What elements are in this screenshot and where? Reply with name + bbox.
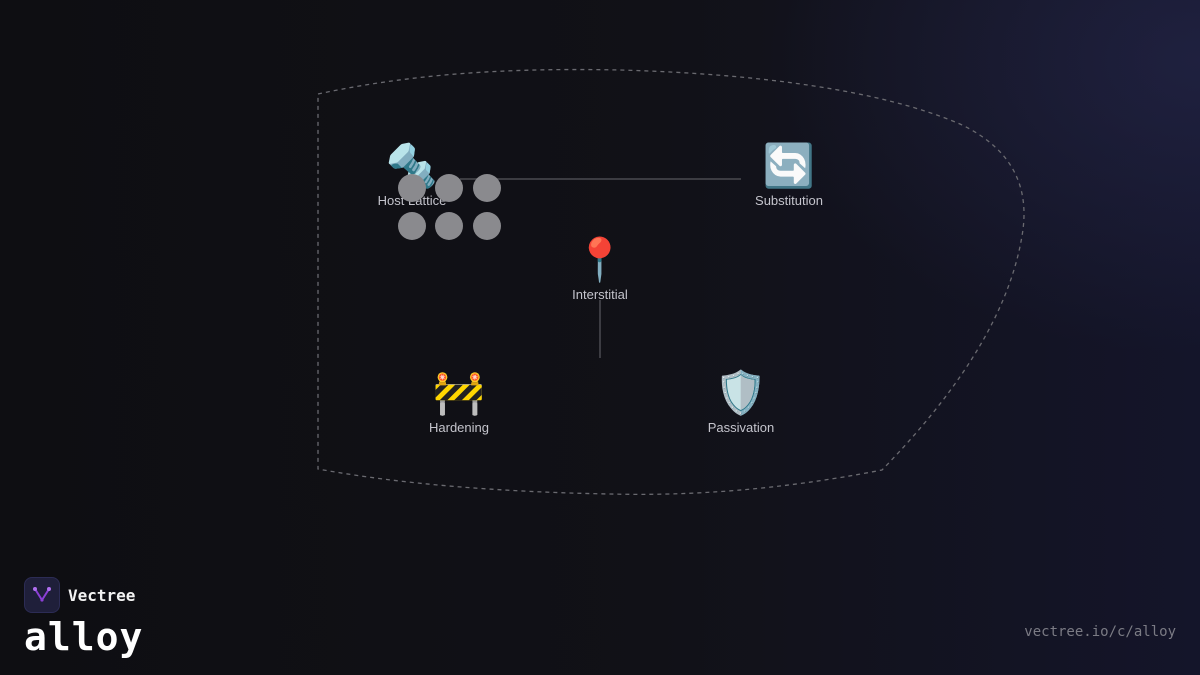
node-substitution: 🔄 Substitution (709, 141, 869, 209)
node-passivation: 🛡️ Passivation (661, 368, 821, 436)
node-label: Passivation (707, 420, 775, 435)
lattice-dot (435, 174, 463, 202)
brand-block: Vectree alloy (24, 577, 143, 659)
vectree-logo-icon (24, 577, 60, 613)
lattice-dot (435, 212, 463, 240)
barrier-icon: 🚧 (432, 368, 486, 417)
brand-name: Vectree (68, 585, 136, 605)
node-hardening: 🚧 Hardening (379, 368, 539, 436)
product-name: alloy (24, 615, 144, 659)
refresh-arrows-icon: 🔄 (762, 141, 816, 190)
lattice-dot (473, 212, 501, 240)
lattice-dot (398, 212, 426, 240)
group-outline (317, 68, 1025, 496)
shield-icon: 🛡️ (714, 368, 768, 417)
pin-icon: 📍 (573, 235, 627, 284)
node-label: Interstitial (572, 287, 628, 302)
node-label: Hardening (429, 420, 489, 435)
lattice-dot (473, 174, 501, 202)
source-url[interactable]: vectree.io/c/alloy (1024, 624, 1176, 640)
node-label: Substitution (755, 193, 823, 208)
node-interstitial: 📍 Interstitial (520, 235, 680, 303)
lattice-dot (398, 174, 426, 202)
